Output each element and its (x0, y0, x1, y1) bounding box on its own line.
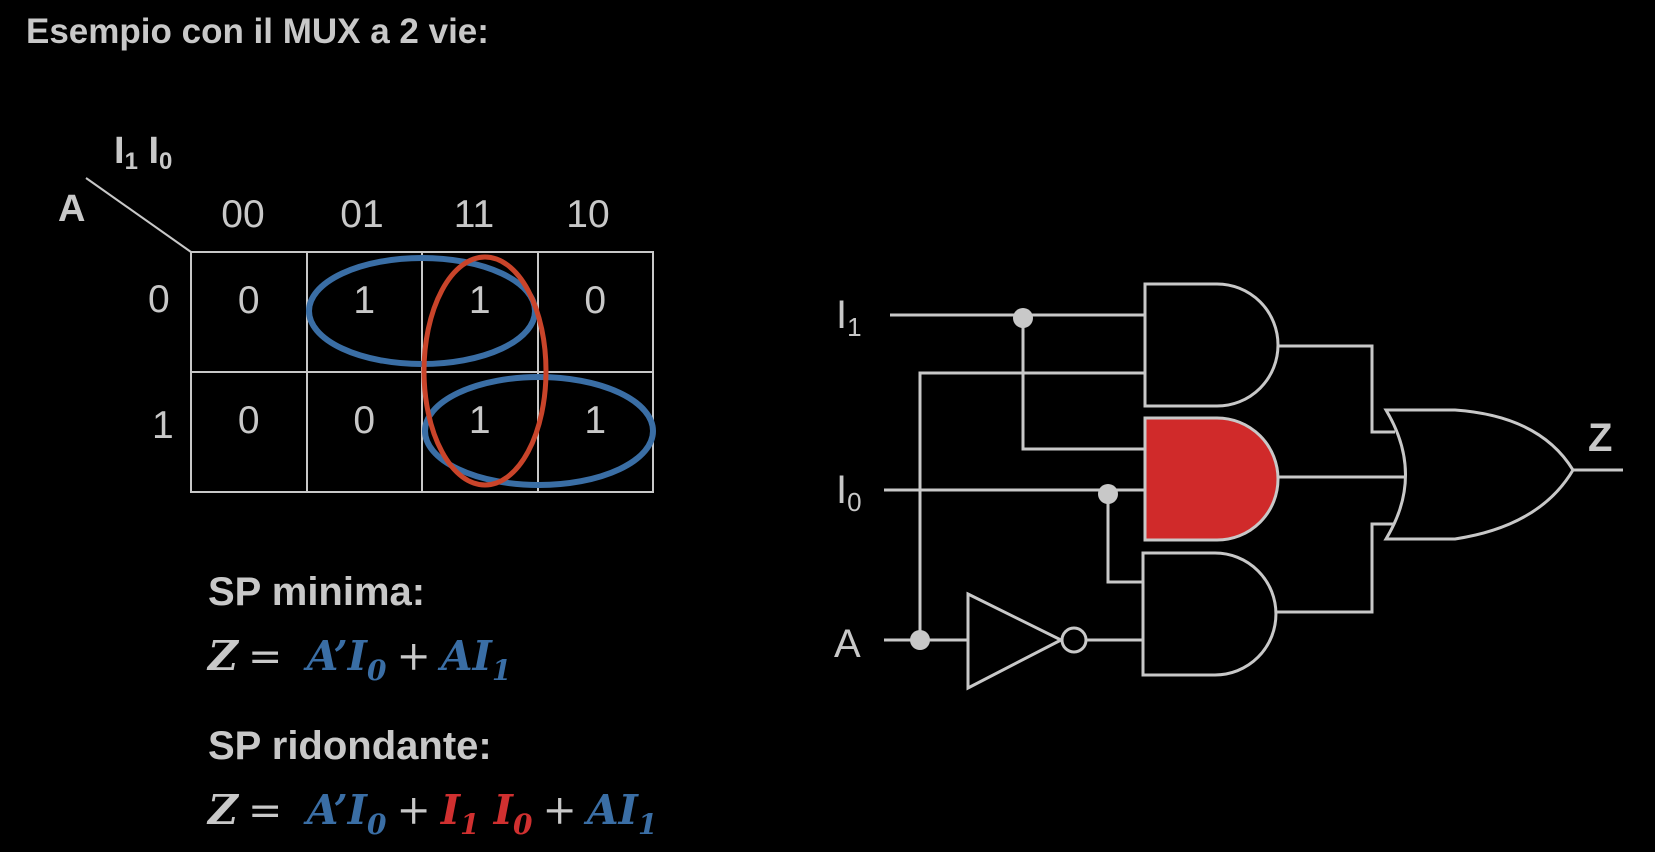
minimal-sp-label: SP minima: (208, 570, 426, 614)
junction-dot (1013, 308, 1033, 328)
and-gate-i1-i0-highlighted (1143, 416, 1280, 542)
kmap-row-variable: A (58, 188, 86, 230)
minimal-sp-equation: Z= A’I0+AI1 (208, 632, 511, 687)
input-label-a: A (834, 622, 861, 666)
eq-sign: = (247, 632, 283, 680)
junction-dot (1098, 484, 1118, 504)
kmap-col-header: 11 (453, 193, 495, 236)
page-title: Esempio con il MUX a 2 vie: (26, 12, 489, 51)
var-i0: I0 (148, 130, 173, 175)
output-label-z: Z (1588, 416, 1613, 460)
junction-dot (910, 630, 930, 650)
kmap-row: 0 0 1 1 (190, 371, 654, 493)
kmap-column-variables: I1 I0 (114, 130, 172, 176)
eq-sign: = (247, 786, 283, 834)
not-gate (966, 591, 1065, 691)
eq-plus: + (396, 632, 431, 680)
eq-term-a-prime-i0: A’I0 (306, 632, 387, 687)
kmap-row-header: 1 (152, 404, 174, 447)
eq-term-a-i1: AI1 (440, 632, 512, 687)
kmap-col-header: 00 (221, 193, 265, 236)
or-gate (1383, 408, 1575, 541)
input-label-i0: I0 (836, 468, 862, 517)
eq-plus: + (396, 786, 431, 834)
wire-and3-out (1273, 522, 1395, 614)
eq-lhs: Z (208, 786, 238, 834)
group-i1-i0-ellipse (421, 254, 549, 488)
eq-term-a-i1: AI1 (586, 786, 658, 841)
eq-lhs: Z (208, 632, 238, 680)
kmap-cell: 1 (421, 371, 539, 493)
input-label-i1: I1 (836, 293, 862, 342)
and-gate-a-i1 (1143, 282, 1280, 408)
group-a-prime-i0-ellipse (306, 255, 538, 367)
kmap-cell: 0 (190, 251, 308, 373)
redundant-sp-equation: Z= A’I0+I1 I0+AI1 (208, 786, 657, 841)
kmap-diagonal (85, 177, 192, 253)
wire-a-vertical (918, 371, 1145, 640)
wire-and1-out (1275, 344, 1395, 434)
and-gate-a-prime-i0 (1141, 551, 1278, 677)
redundant-sp-label: SP ridondante: (208, 724, 492, 768)
wire-i1-branch (1021, 318, 1145, 451)
eq-term-i1-i0: I1 I0 (440, 786, 533, 841)
kmap-row-header: 0 (148, 278, 170, 321)
var-i1: I1 (114, 130, 138, 175)
kmap-cell: 0 (190, 371, 308, 493)
kmap-col-header: 01 (340, 193, 384, 236)
kmap-cell: 0 (305, 371, 423, 493)
group-a-i1-ellipse (422, 374, 656, 488)
not-gate-bubble (1060, 626, 1088, 654)
eq-plus: + (542, 786, 577, 834)
kmap-cell: 1 (536, 371, 654, 493)
wire-i0-branch (1106, 493, 1143, 584)
eq-term-a-prime-i0: A’I0 (306, 786, 387, 841)
kmap-col-header: 10 (566, 193, 610, 236)
kmap-cell: 0 (536, 251, 654, 373)
